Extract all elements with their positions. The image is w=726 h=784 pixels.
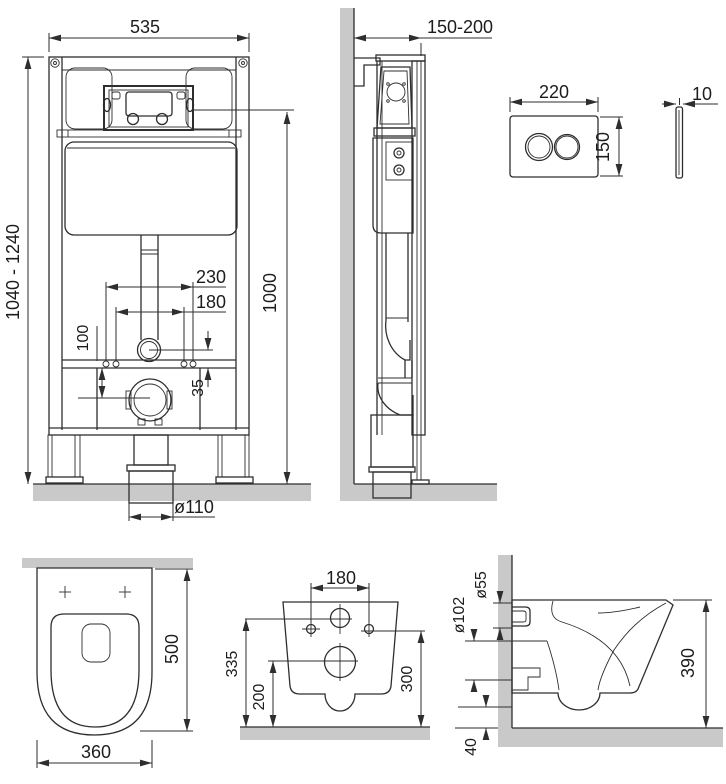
floor-hatch — [240, 727, 430, 740]
dim-inlet-offset: 100 — [75, 325, 106, 398]
anchor-holes — [302, 621, 425, 637]
bowl-outline — [36, 567, 153, 736]
wall-hatch — [498, 555, 512, 747]
dim-outlet-height: 200 — [251, 661, 277, 727]
dim-side-inlet-diameter: ø55 — [473, 571, 512, 640]
svg-text:535: 535 — [130, 17, 160, 37]
floor-hatch — [33, 484, 311, 501]
drain-outlet — [78, 378, 173, 426]
svg-text:360: 360 — [81, 742, 111, 762]
seat-opening — [50, 613, 140, 728]
floor-hatch — [498, 728, 723, 747]
frame-structure — [48, 56, 250, 436]
dim-inlet-height: 335 — [224, 619, 250, 727]
svg-text:100: 100 — [75, 325, 92, 352]
dim-plate-thickness: 10 — [662, 84, 718, 108]
frame-top-panels — [65, 67, 233, 130]
dim-outlet-diameter: ø110 — [128, 497, 215, 521]
inlet-hole — [245, 604, 352, 634]
pipes-side — [368, 233, 430, 499]
inlet-stub — [512, 606, 531, 627]
svg-text:500: 500 — [162, 634, 182, 664]
corner-screw-icon — [50, 58, 60, 68]
svg-text:300: 300 — [399, 666, 416, 693]
dim-install-height: 1000 — [260, 112, 291, 484]
dim-frame-depth-range: 150-200 — [354, 17, 493, 56]
dim-bowl-anchor-span: 180 — [310, 568, 370, 623]
svg-text:10: 10 — [692, 84, 712, 104]
svg-text:335: 335 — [224, 651, 241, 678]
flush-plate-side-view: 10 — [662, 84, 718, 179]
dim-anchor-span-outer: 230 — [105, 267, 226, 360]
svg-text:180: 180 — [196, 292, 226, 312]
dim-bowl-depth: 500 — [140, 568, 193, 732]
corner-screw-icon — [238, 58, 248, 68]
flush-plate-front-view: 220 150 — [509, 82, 623, 178]
svg-text:150: 150 — [593, 132, 613, 162]
frame-front-view: 535 1040 - 1240 1000 230 180 — [3, 17, 311, 521]
flush-button-small — [553, 133, 581, 161]
svg-text:220: 220 — [539, 82, 569, 102]
soil-pipe — [126, 434, 176, 504]
flush-plate-edge — [675, 106, 684, 179]
dim-plate-height: 150 — [593, 116, 623, 177]
dim-anchor-span-inner: 180 — [115, 292, 226, 360]
anchor-hole — [189, 360, 197, 368]
water-inlet-connection — [136, 337, 213, 363]
bowl-side-details — [512, 600, 667, 691]
drain-opening — [81, 623, 111, 663]
tank-lid-rail — [56, 129, 242, 138]
svg-text:1000: 1000 — [260, 273, 280, 313]
flush-access-box — [102, 85, 195, 131]
svg-text:ø110: ø110 — [174, 497, 214, 517]
bowl-back-view: 180 335 200 300 — [224, 568, 430, 740]
wall-bracket — [354, 57, 381, 87]
dim-side-outlet-diameter: ø102 — [451, 597, 512, 692]
dim-side-floor-gap: 40 — [455, 695, 512, 756]
flush-plate — [509, 115, 599, 178]
dim-frame-width: 535 — [48, 17, 250, 52]
anchor-hole — [112, 360, 120, 368]
dim-inlet-drop: 35 — [190, 331, 213, 397]
svg-text:ø55: ø55 — [473, 571, 490, 599]
svg-text:180: 180 — [326, 568, 356, 588]
dim-side-height: 390 — [673, 599, 712, 729]
bowl-back-outline — [282, 601, 399, 712]
flush-button-large — [524, 132, 554, 162]
svg-text:35: 35 — [190, 379, 207, 397]
dim-plate-width: 220 — [509, 82, 599, 112]
tank-side — [372, 137, 414, 234]
frame-feet — [45, 434, 254, 484]
svg-text:230: 230 — [196, 267, 226, 287]
svg-text:200: 200 — [251, 684, 268, 711]
frame-side-view: 150-200 — [340, 8, 497, 501]
svg-text:150-200: 150-200 — [427, 17, 493, 37]
svg-text:1040 - 1240: 1040 - 1240 — [3, 224, 23, 320]
bowl-side-view: ø55 ø102 390 40 — [451, 555, 723, 756]
dim-bowl-width: 360 — [36, 740, 153, 768]
dim-anchor-height: 300 — [399, 631, 425, 727]
floor-hatch — [340, 484, 497, 501]
svg-text:40: 40 — [463, 738, 480, 756]
drain-hole — [268, 643, 358, 681]
bowl-top-view: 500 360 — [22, 558, 193, 768]
drain-stub — [512, 667, 541, 691]
flush-buttons — [524, 132, 581, 162]
cistern-side — [373, 66, 416, 137]
anchor-hole — [180, 360, 188, 368]
anchor-cross-markers — [59, 586, 131, 598]
wall-hatch — [22, 558, 193, 568]
svg-text:390: 390 — [678, 648, 698, 678]
anchor-hole — [102, 360, 110, 368]
dim-frame-height-range: 1040 - 1240 — [3, 56, 44, 484]
bowl-side-outline — [511, 599, 674, 711]
wall-hatch — [340, 8, 354, 498]
cistern-tank — [64, 141, 238, 236]
svg-text:ø102: ø102 — [451, 597, 468, 634]
